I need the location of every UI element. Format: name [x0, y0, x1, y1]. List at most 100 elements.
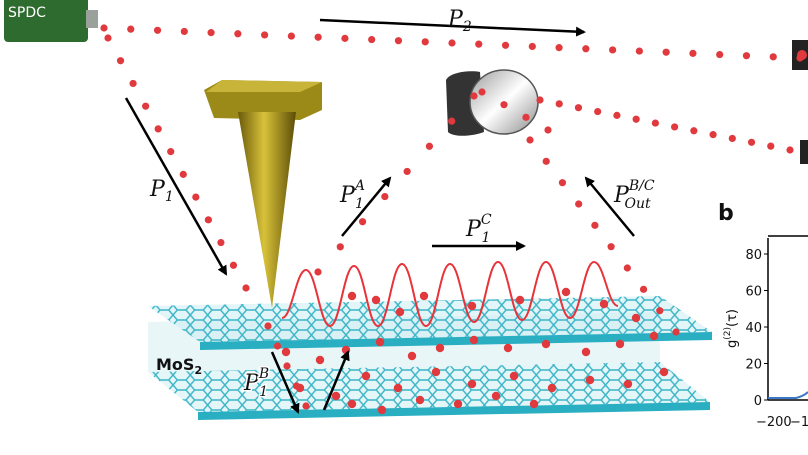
photon-dot — [415, 395, 425, 405]
photon-dot — [594, 107, 602, 116]
photon-dot — [786, 146, 794, 154]
photon-dot — [361, 371, 371, 381]
photon-dot — [649, 331, 659, 341]
arrow-p2 — [319, 18, 586, 37]
photon-dot — [273, 342, 282, 350]
inset-ytick-label: 0 — [754, 394, 762, 409]
arrow-p1a — [341, 176, 392, 237]
photon-dot — [453, 399, 463, 409]
spdc-source: SPDC — [4, 0, 98, 42]
photon-dot — [615, 339, 625, 349]
photon-dot — [314, 33, 322, 41]
photon-dot — [585, 375, 595, 385]
plasmon-wave — [281, 260, 619, 328]
photon-dot — [716, 50, 724, 59]
photon-dot — [659, 367, 669, 377]
photon-dot — [509, 371, 519, 381]
photon-dot — [421, 38, 429, 46]
photon-dot — [403, 167, 411, 176]
photon-dot — [561, 287, 571, 297]
photon-dot — [639, 285, 648, 293]
photon-dot — [500, 101, 508, 109]
photon-dot — [435, 343, 445, 353]
photon-dot — [394, 37, 403, 45]
afm-tip — [204, 80, 322, 308]
mirror — [446, 69, 539, 136]
photon-dot — [242, 284, 250, 292]
photon-dot — [478, 88, 486, 96]
photon-dot — [522, 113, 530, 121]
photon-dot — [656, 307, 664, 315]
inset-ytick-label: 20 — [745, 358, 762, 373]
label-p1: P1 — [149, 177, 174, 205]
photon-dot — [555, 44, 563, 52]
photon-dot — [467, 379, 477, 389]
photon-dot — [287, 32, 295, 40]
photon-dot — [425, 142, 434, 150]
photon-dot — [547, 383, 557, 393]
photon-dot — [528, 42, 536, 51]
photon-dot — [591, 221, 599, 229]
panel-letter: b — [718, 201, 734, 226]
photon-dot — [767, 142, 775, 150]
photon-dot — [709, 131, 717, 139]
photon-dot — [635, 47, 643, 55]
photon-dot — [179, 170, 187, 178]
photon-dot — [796, 54, 804, 62]
photon-dot — [728, 134, 736, 143]
photon-dot — [234, 30, 242, 38]
photon-dot — [100, 24, 108, 32]
photon-dot — [623, 379, 633, 389]
photon-dot — [142, 102, 150, 110]
photon-dot — [541, 339, 551, 349]
photon-dot — [544, 126, 552, 134]
photon-dot — [672, 328, 680, 336]
photon-dot — [574, 104, 583, 112]
photon-dots — [100, 24, 804, 415]
photon-dot — [690, 127, 698, 135]
photon-dot — [229, 261, 238, 269]
photon-dot — [217, 238, 225, 247]
photon-dot — [129, 79, 137, 88]
photon-dot — [662, 48, 670, 56]
label-p2: P2 — [447, 7, 472, 35]
photon-dot — [467, 301, 477, 311]
photon-dot — [542, 157, 550, 165]
photon-dot — [283, 362, 291, 370]
photon-dot — [581, 347, 591, 357]
photon-dot — [127, 25, 135, 33]
photon-dot — [167, 148, 175, 156]
photon-dot — [475, 40, 483, 48]
photon-dot — [336, 243, 344, 251]
photon-dot — [607, 243, 615, 251]
photon-dot — [623, 264, 631, 272]
photon-dot — [526, 136, 534, 144]
photon-dot — [582, 45, 590, 53]
photon-dot — [116, 57, 125, 65]
photon-dot — [368, 35, 376, 44]
photon-dot — [631, 313, 641, 323]
photon-dot — [651, 119, 659, 127]
inset-xtick-0: −200 — [756, 415, 792, 430]
photon-dot — [154, 125, 162, 133]
photon-dot — [375, 337, 385, 347]
photon-dot — [347, 291, 357, 301]
photon-dot — [470, 92, 478, 100]
photon-dot — [558, 179, 567, 187]
photon-dot — [153, 26, 162, 34]
photon-dot — [613, 111, 621, 119]
photon-dot — [609, 46, 617, 54]
photon-dot — [671, 123, 679, 131]
photon-dot — [264, 322, 272, 330]
photon-dot — [469, 335, 479, 345]
inset-ytick-label: 60 — [745, 285, 762, 300]
photon-dot — [536, 96, 544, 104]
photon-dot — [302, 402, 310, 410]
inset-trace — [768, 391, 808, 399]
photon-dot — [419, 291, 429, 301]
photon-dot — [295, 383, 305, 393]
inset-ytick-label: 80 — [745, 248, 762, 263]
